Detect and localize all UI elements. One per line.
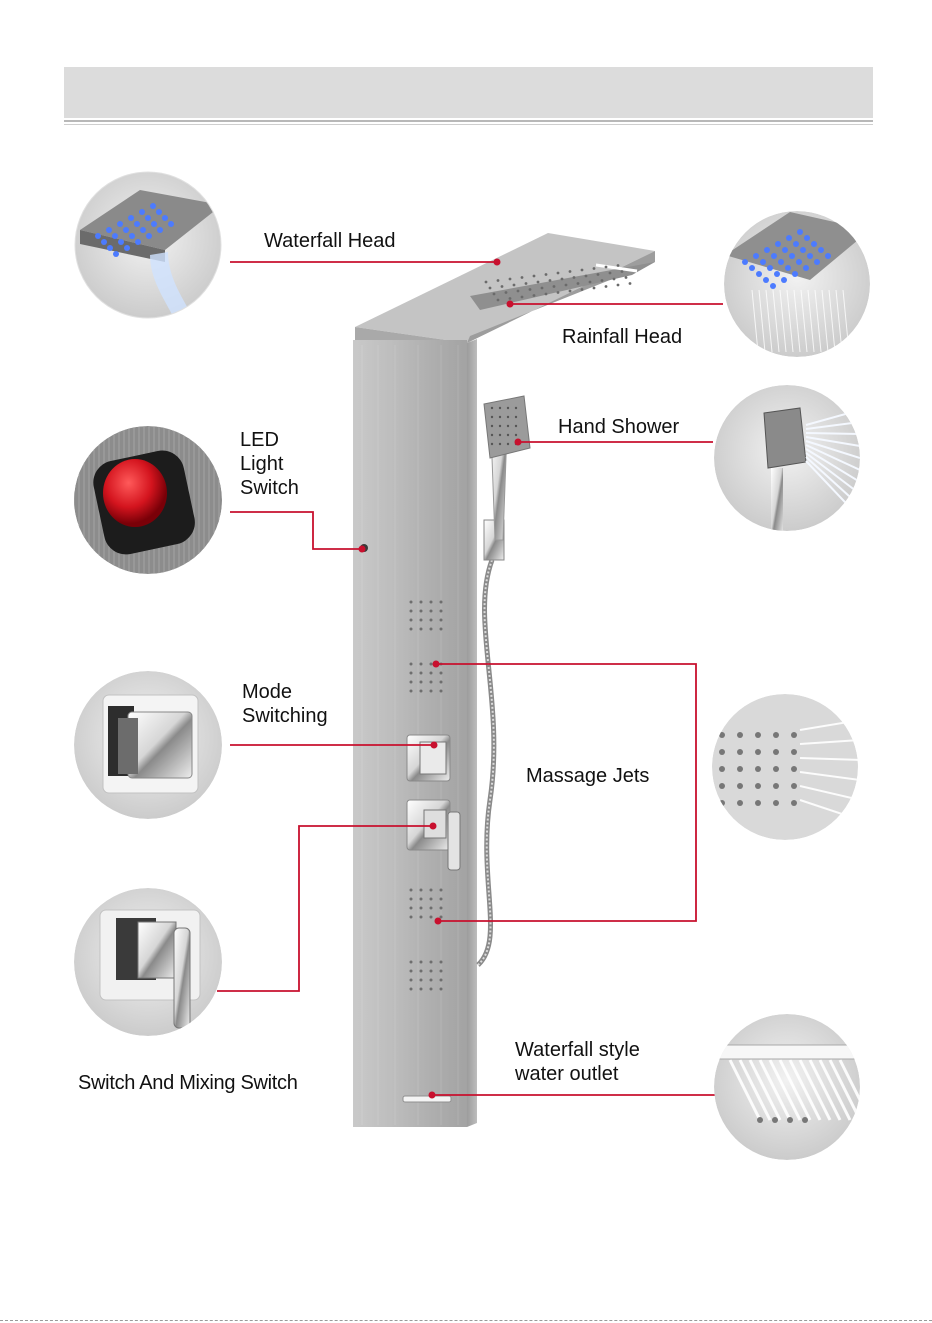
- hand-shower-head: [484, 396, 530, 458]
- label-rainfall-head: Rainfall Head: [562, 325, 682, 349]
- detail-led-switch: [74, 426, 222, 574]
- leader-led-switch: [230, 512, 362, 549]
- label-massage-jets: Massage Jets: [526, 764, 649, 788]
- label-mode-switching: Mode Switching: [242, 680, 328, 728]
- page-bottom-rule: [0, 1320, 932, 1322]
- shower-panel: [353, 233, 655, 1127]
- red-button-icon: [103, 459, 167, 527]
- hand-shower: [478, 396, 530, 965]
- waterfall-outlet-slot: [403, 1096, 451, 1102]
- detail-mode-switching: [74, 671, 222, 819]
- label-waterfall-head: Waterfall Head: [264, 229, 396, 253]
- panel-column: [353, 340, 467, 1127]
- detail-hand-shower: [714, 385, 860, 538]
- detail-mixing-switch: [74, 888, 222, 1036]
- label-led-light-switch: LED Light Switch: [240, 428, 299, 500]
- label-hand-shower: Hand Shower: [558, 415, 679, 439]
- label-switch-and-mixing-switch: Switch And Mixing Switch: [78, 1071, 298, 1095]
- detail-waterfall-outlet: [714, 1014, 870, 1160]
- detail-massage-jets: [712, 694, 860, 840]
- label-waterfall-outlet: Waterfall style water outlet: [515, 1038, 640, 1086]
- shower-hose: [478, 560, 494, 965]
- detail-rainfall-head: [724, 211, 870, 357]
- mixing-switch-lever: [448, 812, 460, 870]
